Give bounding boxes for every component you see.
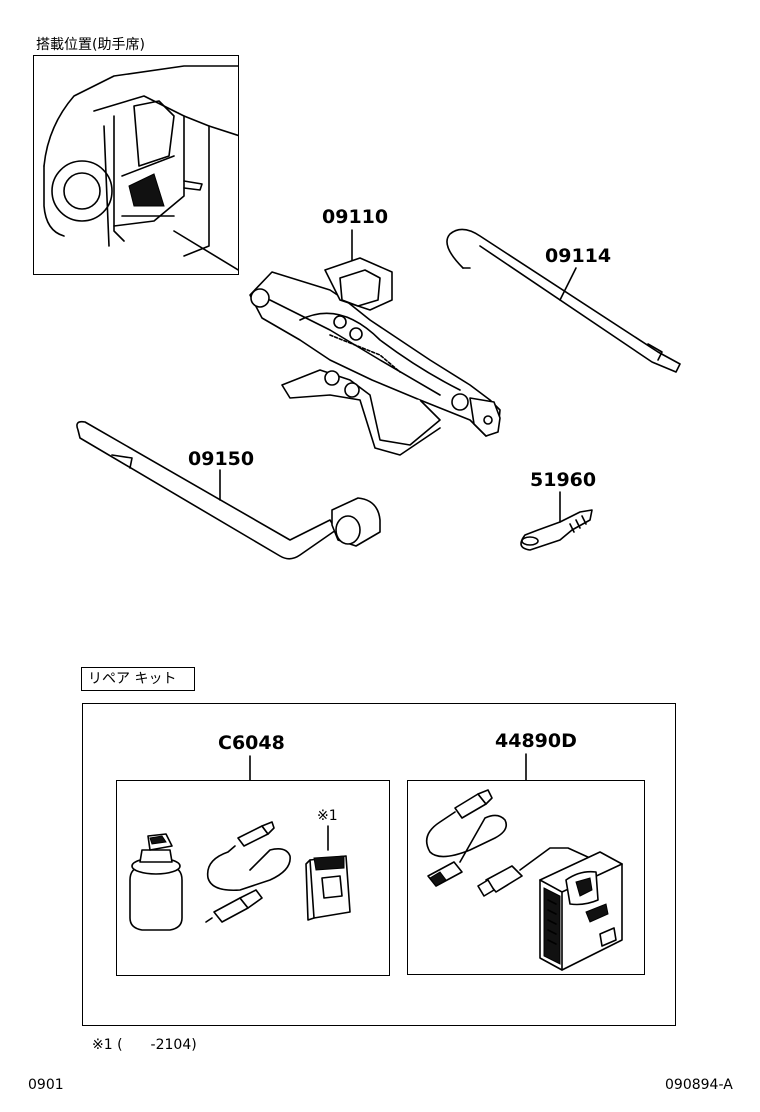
location-caption: 搭載位置(助手席) xyxy=(36,37,145,53)
part-label-jack-handle: 09114 xyxy=(545,245,612,267)
footer-left-code: 0901 xyxy=(28,1077,64,1093)
part-label-jack: 09110 xyxy=(322,206,389,228)
repair-kit-frame xyxy=(82,703,676,1026)
part-label-sealant-kit: C6048 xyxy=(218,732,285,754)
part-label-tow-hook: 51960 xyxy=(530,469,597,491)
part-label-wrench: 09150 xyxy=(188,448,255,470)
footer-right-code: 090894-A xyxy=(665,1077,733,1093)
leader-line-jack-handle xyxy=(559,267,577,301)
sealant-kit-box xyxy=(116,780,390,976)
repair-kit-title: リペア キット xyxy=(81,667,195,691)
part-label-compressor: 44890D xyxy=(495,730,577,752)
tow-hook-illustration xyxy=(520,509,593,551)
location-inset xyxy=(33,55,239,275)
wheel-wrench-illustration xyxy=(76,420,381,560)
note-mark: ※1 xyxy=(317,808,338,824)
footnote: ※1 ( -2104) xyxy=(92,1037,197,1053)
compressor-box xyxy=(407,780,645,975)
vehicle-cabin-illustration xyxy=(43,65,238,271)
scissor-jack-illustration xyxy=(249,257,501,456)
